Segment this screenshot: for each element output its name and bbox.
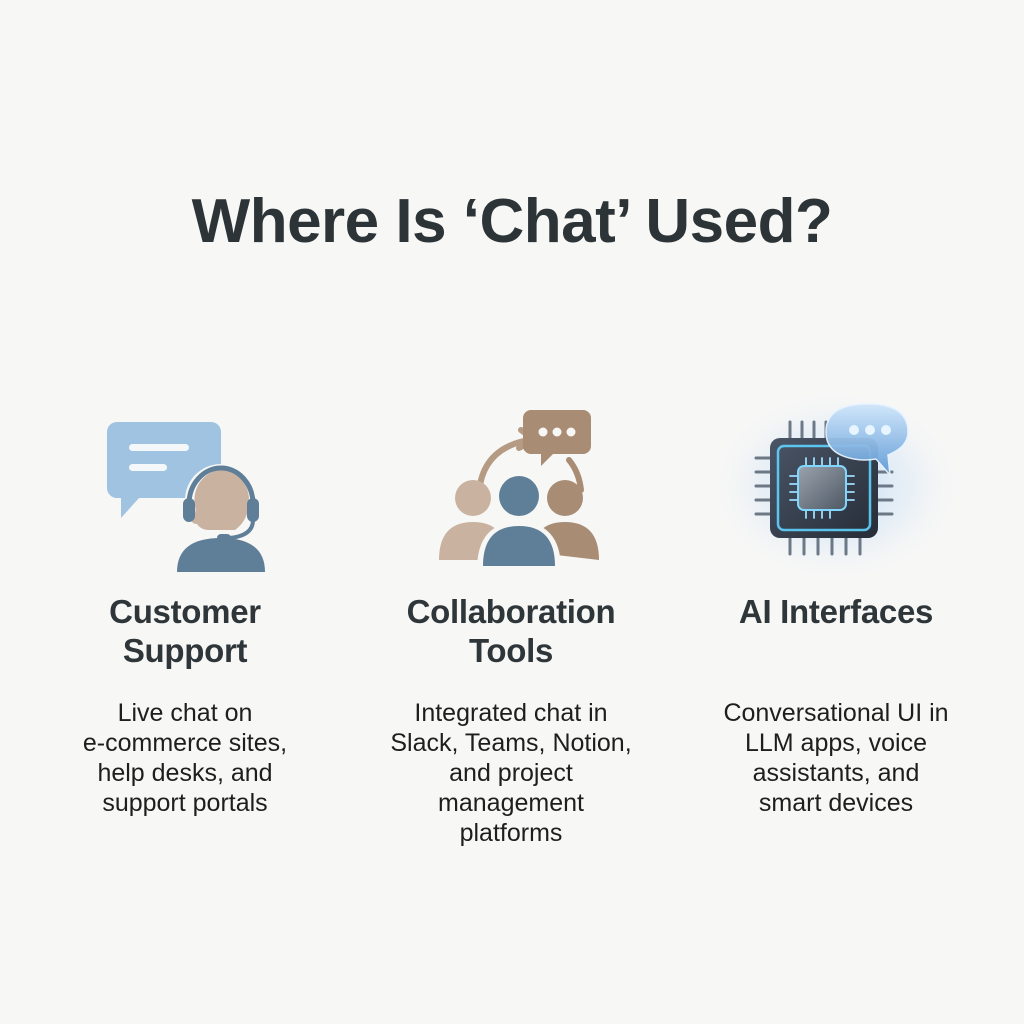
team-collaboration-chat-icon (439, 410, 599, 570)
description-line: Integrated chat in (414, 699, 608, 727)
description-line: support portals (102, 789, 268, 817)
heading-line: AI Interfaces (738, 593, 934, 630)
use-case-description: Integrated chat in Slack, Teams, Notion,… (361, 698, 661, 848)
use-case-customer-support: Customer Support Live chat on e-commerce… (35, 400, 335, 817)
description-line: platforms (459, 819, 563, 847)
use-case-heading: Collaboration Tools (361, 592, 661, 670)
heading-line: Tools (468, 632, 554, 669)
description-line: Slack, Teams, Notion, (390, 729, 632, 757)
description-line: assistants, and (752, 759, 920, 787)
ai-chip-chat-bubble-icon (708, 388, 964, 584)
heading-line: Collaboration (406, 593, 616, 630)
use-case-heading: AI Interfaces (686, 592, 986, 631)
description-line: LLM apps, voice (744, 729, 928, 757)
description-line: smart devices (758, 789, 914, 817)
use-case-collaboration-tools: Collaboration Tools Integrated chat in S… (361, 400, 661, 847)
page-title: Where Is ‘Chat’ Used? (191, 187, 833, 256)
heading-line: Support (122, 632, 248, 669)
description-line: Conversational UI in (723, 699, 949, 727)
use-case-description: Conversational UI in LLM apps, voice ass… (686, 698, 986, 818)
description-line: Live chat on (117, 699, 253, 727)
description-line: e-commerce sites, (82, 729, 288, 757)
use-case-description: Live chat on e-commerce sites, help desk… (35, 698, 335, 818)
use-case-heading: Customer Support (35, 592, 335, 670)
description-line: management (438, 789, 584, 817)
customer-support-headset-chat-icon (107, 422, 271, 572)
heading-line: Customer (109, 593, 261, 630)
description-line: help desks, and (97, 759, 273, 787)
description-line: and project (449, 759, 573, 787)
use-case-ai-interfaces: AI Interfaces Conversational UI in LLM a… (686, 388, 986, 817)
